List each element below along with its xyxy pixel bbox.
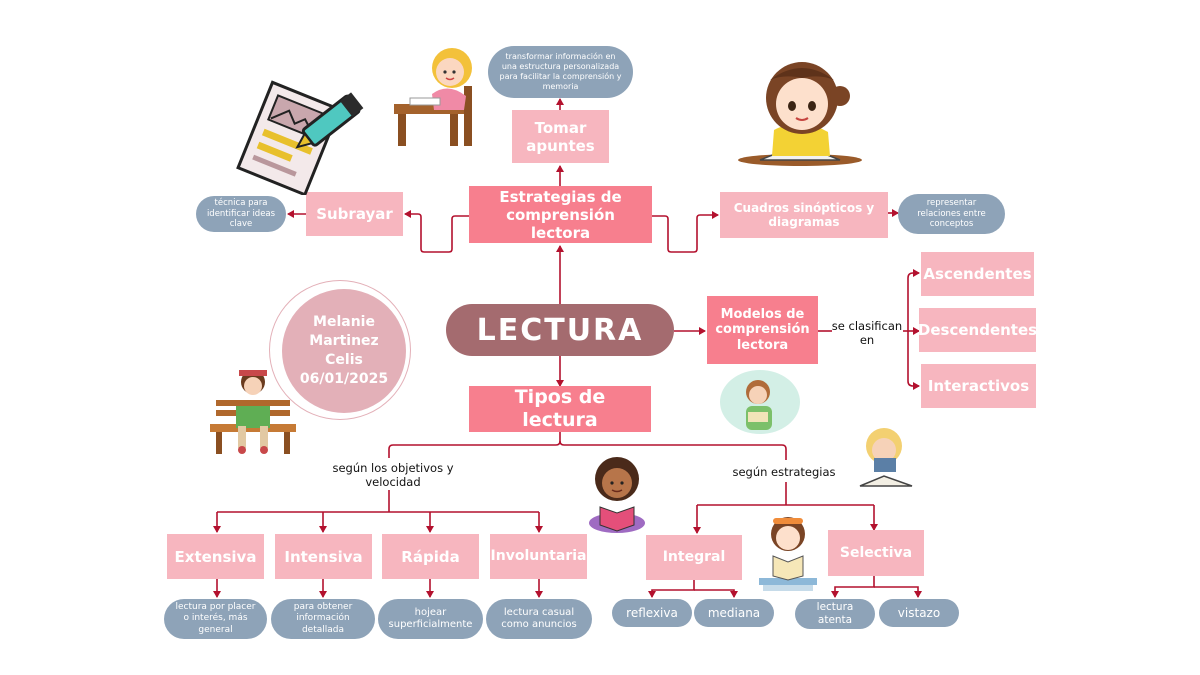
tomar-apuntes-node: Tomar apuntes [512,110,609,163]
boy-reading-icon [859,428,913,487]
girl-reading-bench-icon [210,370,296,454]
by-strategies-label: según estrategias [732,465,836,479]
type-extensiva: Extensiva [167,534,264,579]
author-name-line: Celis [325,352,363,368]
type-integral: Integral [646,535,742,580]
girl-reading-book-icon [589,457,645,533]
model-interactivos: Interactivos [921,364,1036,408]
author-badge-ring [269,280,411,420]
main-topic-lectura: LECTURA [446,304,674,356]
author-badge: Melanie Martinez Celis 06/01/2025 [282,289,406,413]
highlighter-document-icon [236,80,364,195]
cuadros-note: representar relaciones entre conceptos [898,194,1005,234]
selectiva-note-vistazo: vistazo [879,599,959,627]
type-rapida: Rápida [382,534,479,579]
subrayar-note: técnica para identificar ideas clave [196,196,286,232]
types-node: Tipos de lectura [469,386,651,432]
integral-note-reflexiva: reflexiva [612,599,692,627]
extensiva-note: lectura por placer o interés, más genera… [164,599,267,639]
type-involuntaria: Involuntaria [490,534,587,579]
model-descendentes: Descendentes [918,308,1037,352]
by-objectives-label: según los objetivos y velocidad [332,461,454,489]
model-ascendentes: Ascendentes [921,252,1034,296]
type-selectiva: Selectiva [828,530,924,576]
integral-note-mediana: mediana [694,599,774,627]
author-name-line: Martinez [309,333,379,350]
girl-writing-desk-icon [394,48,472,146]
subrayar-node: Subrayar [306,192,403,236]
girl-studying-icon [738,62,862,166]
models-node: Modelos de comprensión lectora [707,296,818,364]
strategies-node: Estrategias de comprensión lectora [469,186,652,243]
intensiva-note: para obtener información detallada [271,599,375,639]
models-connector-label: se clasifican en [831,319,903,347]
girl-reading-books-icon [759,517,817,591]
selectiva-note-atenta: lectura atenta [795,599,875,629]
author-date: 06/01/2025 [299,370,389,387]
author-name-line: Melanie [313,314,375,331]
involuntaria-note: lectura casual como anuncios [486,599,592,639]
cuadros-node: Cuadros sinópticos y diagramas [720,192,888,238]
girl-reading-circle-icon [720,370,800,434]
rapida-note: hojear superficialmente [378,599,483,639]
type-intensiva: Intensiva [275,534,372,579]
tomar-apuntes-note: transformar información en una estructur… [488,46,633,98]
